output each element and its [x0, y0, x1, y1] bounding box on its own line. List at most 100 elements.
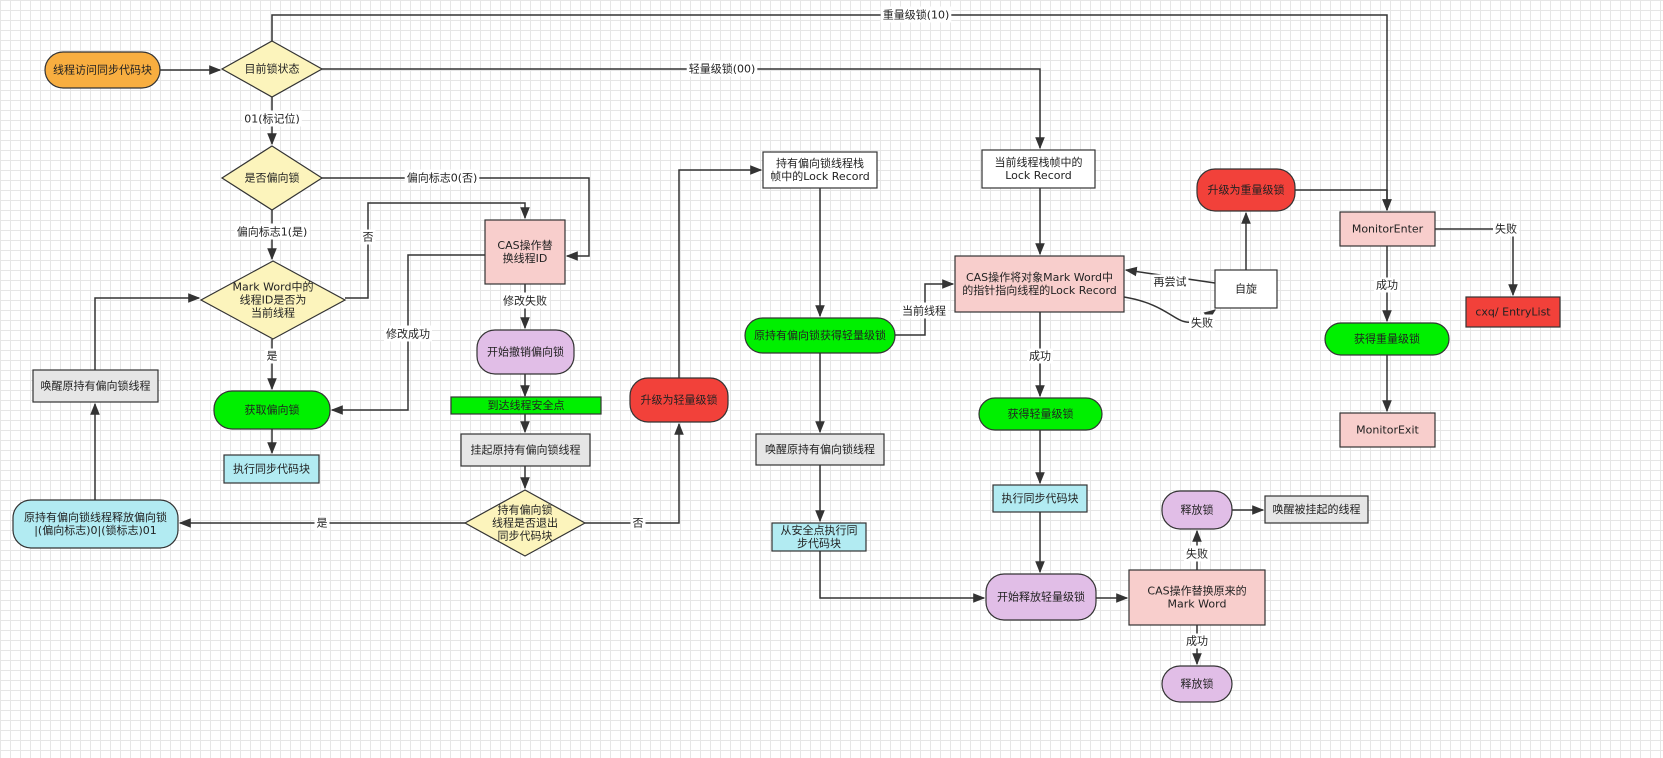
node-label: 唤醒被挂起的线程 — [1273, 502, 1361, 516]
svg-text:修改失败: 修改失败 — [503, 294, 547, 308]
node-label: |(偏向标志)0|(锁标志)01 — [34, 523, 157, 537]
svg-text:否: 否 — [633, 517, 644, 530]
svg-text:失败: 失败 — [1191, 316, 1213, 330]
connector-edge — [585, 422, 684, 524]
edge-label-success-1: 成功 — [1027, 348, 1053, 364]
node-label: 执行同步代码块 — [233, 462, 310, 476]
node-suspend-holder: 挂起原持有偏向锁线程 — [460, 433, 591, 467]
node-label: 自旋 — [1235, 282, 1257, 296]
svg-text:重量级锁(10): 重量级锁(10) — [883, 8, 950, 22]
node-monitor-exit: MonitorExit — [1339, 412, 1436, 448]
node-exec-sync-2: 执行同步代码块 — [992, 484, 1088, 513]
node-label: 获得重量级锁 — [1354, 332, 1420, 346]
edge-label-modify-success: 修改成功 — [384, 325, 432, 342]
edge-label-flag-01: 01(标记位) — [242, 110, 302, 127]
node-label: CAS操作将对象Mark Word中 — [966, 270, 1113, 284]
node-label: 原持有偏向锁线程释放偏向锁 — [24, 510, 167, 524]
edge-label-exited-no: 否 — [630, 515, 646, 531]
connector-edge — [819, 551, 986, 603]
edge-labels-layer: 重量级锁(10) 轻量级锁(00) 01(标记位) 偏向标志0(否) 偏向标志1(是) 否… — [234, 6, 1519, 649]
node-reach-safepoint: 到达线程安全点 — [450, 396, 602, 415]
connector-edge — [322, 68, 1045, 150]
edge-label-yes: 是 — [264, 348, 280, 364]
node-label: MonitorEnter — [1352, 223, 1424, 236]
svg-text:偏向标志0(否): 偏向标志0(否) — [407, 171, 478, 185]
node-label: 当前线程 — [251, 306, 295, 320]
node-release-lock-ok: 释放锁 — [1161, 665, 1233, 703]
node-release-lock-fail: 释放锁 — [1161, 490, 1233, 530]
node-label: cxq/ EntryList — [1475, 306, 1551, 319]
node-holder-gets-light: 原持有偏向锁获得轻量级锁 — [744, 317, 896, 354]
connector-edge — [678, 165, 763, 378]
edge-label-spin-fail: 失败 — [1189, 314, 1215, 331]
node-label: 目前锁状态 — [245, 62, 300, 76]
node-label: 从安全点执行同 — [781, 523, 858, 537]
node-label: 获取偏向锁 — [245, 403, 300, 417]
node-label: 挂起原持有偏向锁线程 — [471, 443, 581, 457]
svg-text:失败: 失败 — [1495, 222, 1517, 236]
edge-label-monitor-fail: 失败 — [1493, 220, 1519, 237]
edge-label-monitor-success: 成功 — [1374, 277, 1400, 293]
node-wake-biased-holder-1: 唤醒原持有偏向锁线程 — [32, 369, 159, 403]
node-wake-biased-holder-2: 唤醒原持有偏向锁线程 — [755, 433, 885, 466]
edge-label-heavy-10: 重量级锁(10) — [880, 6, 952, 23]
node-spin: 自旋 — [1214, 269, 1278, 309]
node-upgrade-heavy: 升级为重量级锁 — [1196, 168, 1296, 212]
node-label: 原持有偏向锁获得轻量级锁 — [754, 328, 886, 342]
node-exec-sync-1: 执行同步代码块 — [223, 454, 320, 484]
edge-label-retry: 再尝试 — [1151, 274, 1189, 290]
node-label: CAS操作替换原来的 — [1147, 584, 1246, 598]
connector-edge — [94, 293, 201, 370]
node-label: 到达线程安全点 — [488, 398, 565, 412]
node-entry-list: cxq/ EntryList — [1465, 296, 1561, 328]
node-monitor-enter: MonitorEnter — [1339, 211, 1436, 247]
svg-text:偏向标志1(是): 偏向标志1(是) — [237, 225, 308, 239]
node-label: 持有偏向锁线程栈 — [776, 156, 864, 170]
node-release-biased: 原持有偏向锁线程释放偏向锁|(偏向标志)0|(锁标志)01 — [12, 499, 179, 549]
svg-text:轻量级锁(00): 轻量级锁(00) — [689, 62, 756, 76]
node-label: MonitorExit — [1356, 424, 1419, 437]
svg-text:成功: 成功 — [1376, 279, 1398, 292]
svg-text:失败: 失败 — [1186, 547, 1208, 561]
node-label: 升级为轻量级锁 — [641, 393, 718, 407]
node-upgrade-light: 升级为轻量级锁 — [629, 377, 729, 423]
node-get-heavy: 获得重量级锁 — [1324, 322, 1450, 356]
svg-text:01(标记位): 01(标记位) — [244, 112, 300, 126]
node-label: 同步代码块 — [498, 530, 553, 543]
node-label: 升级为重量级锁 — [1208, 183, 1285, 197]
node-label: Mark Word — [1168, 598, 1227, 611]
node-label: Lock Record — [1005, 169, 1072, 182]
edge-label-biased-0: 偏向标志0(否) — [404, 169, 480, 186]
node-label: 线程是否退出 — [492, 516, 558, 530]
node-wake-suspended: 唤醒被挂起的线程 — [1264, 495, 1369, 524]
node-label: Mark Word中的 — [233, 280, 314, 294]
node-label: 获得轻量级锁 — [1008, 407, 1074, 421]
svg-text:是: 是 — [317, 517, 328, 530]
node-label: 唤醒原持有偏向锁线程 — [765, 442, 875, 456]
node-get-light: 获得轻量级锁 — [978, 397, 1103, 431]
node-start: 线程访问同步代码块 — [44, 51, 161, 89]
edge-label-light-00: 轻量级锁(00) — [686, 60, 758, 77]
node-label: 线程ID是否为 — [240, 293, 307, 307]
svg-text:成功: 成功 — [1029, 350, 1051, 363]
node-label: CAS操作替 — [497, 238, 552, 252]
node-get-biased: 获取偏向锁 — [213, 390, 331, 430]
node-label: 当前线程栈帧中的 — [995, 155, 1083, 169]
node-label: 开始撤销偏向锁 — [487, 345, 564, 359]
edge-label-current-thread: 当前线程 — [900, 302, 948, 319]
connector-edge — [345, 202, 530, 299]
node-label: 释放锁 — [1181, 503, 1214, 517]
connector-edge — [1435, 228, 1518, 297]
svg-text:是: 是 — [267, 350, 278, 363]
edge-label-release-success: 成功 — [1184, 633, 1210, 649]
svg-text:成功: 成功 — [1186, 635, 1208, 648]
edge-label-release-fail: 失败 — [1184, 545, 1210, 562]
node-label: 的指针指向线程的Lock Record — [962, 283, 1117, 297]
node-start-revoke: 开始撤销偏向锁 — [476, 329, 575, 375]
